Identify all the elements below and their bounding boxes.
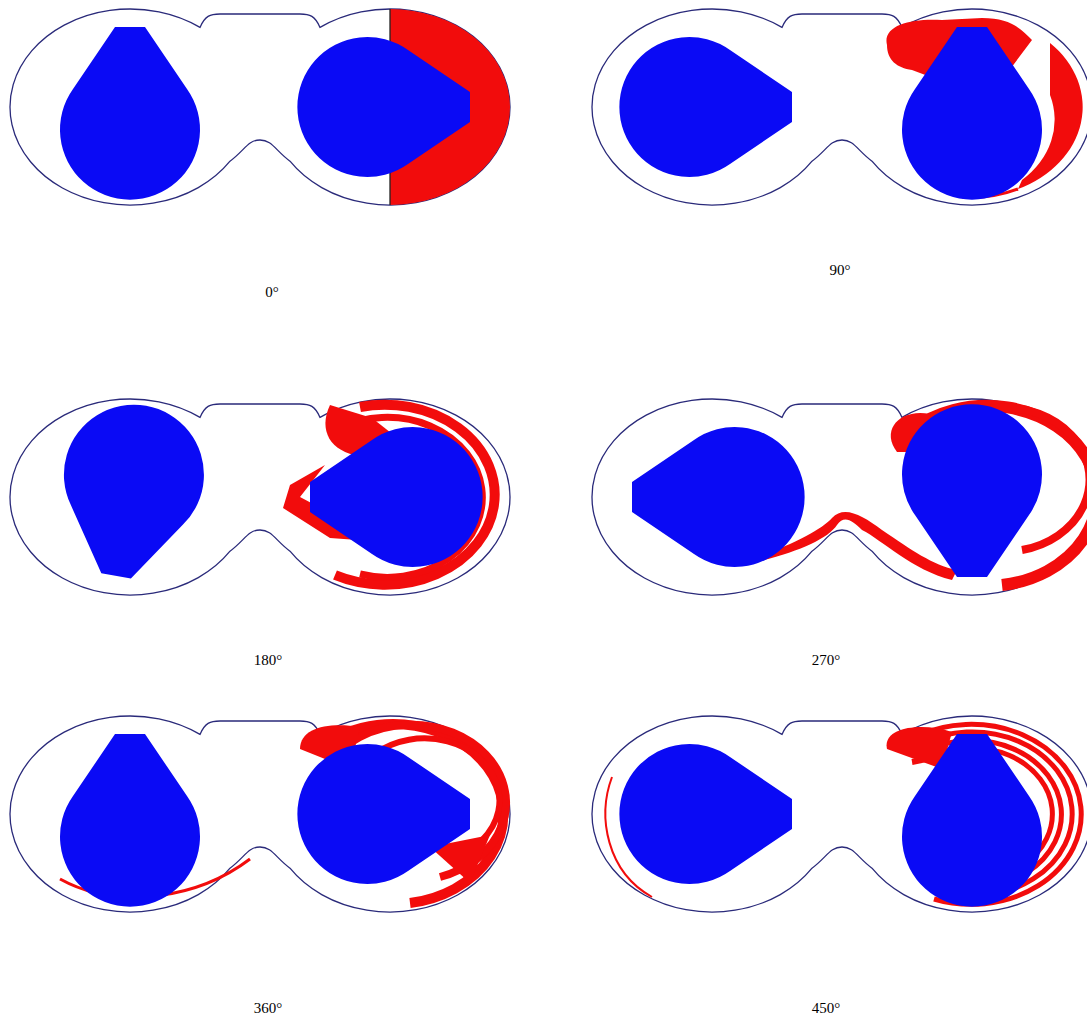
right-rotor <box>902 27 1042 200</box>
left-rotor <box>619 37 792 177</box>
left-rotor <box>47 394 215 588</box>
angle-label: 0° <box>265 284 279 301</box>
left-rotor <box>60 734 200 907</box>
chamber-outline <box>592 399 1087 595</box>
mixer-panel <box>10 9 510 205</box>
left-rotor <box>619 744 792 884</box>
mixer-panel <box>592 399 1087 595</box>
angle-label: 450° <box>812 1000 841 1017</box>
chamber-outline <box>10 9 510 205</box>
angle-label: 180° <box>254 652 283 669</box>
mixer-panel <box>592 9 1087 205</box>
chamber-outline <box>592 716 1087 912</box>
left-rotor <box>632 427 805 567</box>
chamber-outline <box>592 9 1087 205</box>
angle-label: 360° <box>254 1000 283 1017</box>
angle-label: 90° <box>830 262 851 279</box>
right-rotor <box>902 734 1042 907</box>
chamber-outline <box>10 716 510 912</box>
right-rotor <box>902 404 1042 577</box>
right-rotor <box>297 37 470 177</box>
right-rotor <box>310 427 483 567</box>
right-rotor <box>297 744 470 884</box>
mixer-panel <box>10 716 510 912</box>
mixer-panel <box>10 394 510 595</box>
angle-label: 270° <box>812 652 841 669</box>
mixer-panel <box>592 716 1087 912</box>
left-rotor <box>60 27 200 200</box>
